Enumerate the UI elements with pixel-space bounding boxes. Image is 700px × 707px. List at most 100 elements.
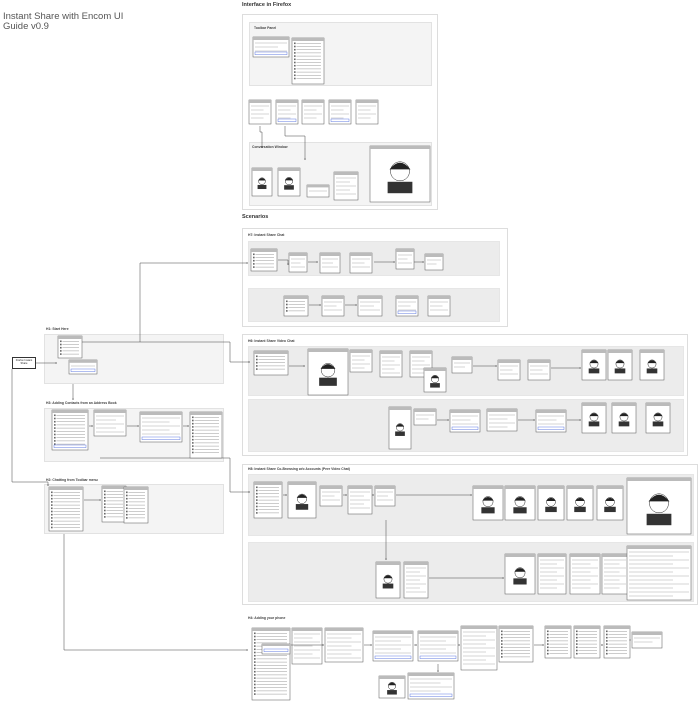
screen-titlebar	[190, 412, 222, 415]
list-item-icon	[254, 652, 256, 654]
connector-arrowhead	[249, 361, 250, 363]
list-item-icon	[60, 344, 62, 346]
screen-titlebar	[608, 350, 632, 353]
screen-input-field	[54, 445, 86, 448]
list-item-icon	[294, 71, 296, 73]
screen-titlebar	[604, 626, 630, 629]
list-item-icon	[576, 647, 578, 649]
list-item-icon	[60, 350, 62, 352]
person-body-icon	[387, 690, 397, 694]
list-item-icon	[294, 78, 296, 80]
list-item-icon	[104, 494, 106, 496]
list-item-icon	[501, 634, 503, 636]
screen-titlebar	[288, 482, 316, 485]
list-item-icon	[254, 677, 256, 679]
list-item-icon	[576, 650, 578, 652]
list-item-icon	[126, 501, 128, 503]
screen-titlebar	[545, 626, 571, 629]
list-item-icon	[254, 687, 256, 689]
list-item-icon	[547, 643, 549, 645]
connector-arrowhead	[371, 644, 372, 646]
screen-titlebar	[249, 100, 271, 103]
connector-line	[140, 263, 248, 342]
list-item-icon	[253, 260, 255, 262]
screen-titlebar	[292, 628, 322, 631]
screen-titlebar	[289, 253, 307, 256]
list-item-icon	[286, 304, 288, 306]
connector-line	[260, 126, 262, 148]
screen-input-field	[278, 119, 296, 122]
list-item-icon	[256, 368, 258, 370]
screen-titlebar	[102, 486, 126, 489]
list-item-icon	[51, 498, 53, 500]
list-item-icon	[192, 439, 194, 441]
connector-line	[285, 126, 305, 160]
list-item-icon	[256, 512, 258, 514]
connector-arrowhead	[496, 365, 497, 367]
list-item-icon	[254, 693, 256, 695]
connector-line	[278, 260, 288, 265]
screen-titlebar	[473, 486, 503, 489]
list-item-icon	[104, 510, 106, 512]
list-item-icon	[254, 690, 256, 692]
person-body-icon	[513, 507, 526, 513]
person-body-icon	[258, 185, 267, 189]
screen-titlebar	[380, 351, 402, 354]
list-item-icon	[606, 653, 608, 655]
list-item-icon	[294, 43, 296, 45]
list-item-icon	[286, 310, 288, 312]
list-item-icon	[606, 637, 608, 639]
list-item-icon	[256, 499, 258, 501]
screen-titlebar	[612, 403, 636, 406]
screen-titlebar	[418, 631, 458, 634]
screen-titlebar	[350, 350, 372, 353]
list-item-icon	[547, 634, 549, 636]
connector-arrowhead	[92, 425, 93, 427]
person-body-icon	[513, 578, 526, 584]
person-body-icon	[574, 507, 585, 512]
screen-titlebar	[461, 626, 497, 629]
list-item-icon	[256, 496, 258, 498]
screen-titlebar	[627, 546, 691, 549]
person-body-icon	[604, 507, 615, 512]
list-item-icon	[192, 442, 194, 444]
list-item-icon	[256, 509, 258, 511]
connector-arrowhead	[247, 649, 248, 651]
screen-titlebar	[602, 554, 628, 557]
screen-titlebar	[408, 673, 454, 676]
screen-titlebar	[582, 403, 606, 406]
list-item-icon	[126, 514, 128, 516]
connector-arrowhead	[286, 494, 287, 496]
list-item-icon	[51, 527, 53, 529]
screen-titlebar	[292, 38, 324, 41]
connector-arrowhead	[323, 644, 324, 646]
list-item-icon	[254, 668, 256, 670]
connector-arrowhead	[459, 644, 460, 646]
screen-titlebar	[284, 296, 308, 299]
list-item-icon	[256, 503, 258, 505]
list-item-icon	[501, 637, 503, 639]
screen-titlebar	[597, 486, 623, 489]
list-item-icon	[192, 452, 194, 454]
list-item-icon	[256, 365, 258, 367]
list-item-icon	[51, 504, 53, 506]
list-item-icon	[60, 353, 62, 355]
screen-input-field	[264, 649, 288, 652]
screen-titlebar	[58, 336, 82, 339]
screen-titlebar	[320, 253, 340, 256]
connector-line	[12, 369, 48, 486]
connector-arrowhead	[394, 261, 395, 263]
list-item-icon	[126, 511, 128, 513]
connector-arrowhead	[56, 362, 57, 364]
screen-titlebar	[49, 487, 83, 490]
screen-input-field	[410, 694, 452, 697]
list-item-icon	[54, 424, 56, 426]
list-item-icon	[254, 633, 256, 635]
list-item-icon	[254, 674, 256, 676]
connector-arrowhead	[138, 425, 139, 427]
person-body-icon	[319, 378, 337, 386]
connector-arrowhead	[320, 304, 321, 306]
list-item-icon	[192, 449, 194, 451]
screen-titlebar	[252, 168, 272, 171]
list-item-icon	[576, 637, 578, 639]
